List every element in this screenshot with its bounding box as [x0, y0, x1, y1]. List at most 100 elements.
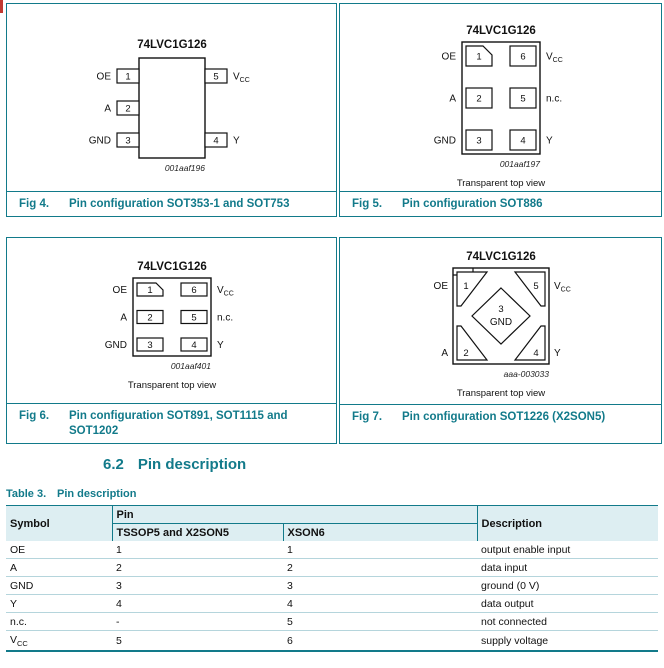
- cell-description: output enable input: [477, 541, 658, 559]
- col-header-symbol: Symbol: [6, 505, 112, 541]
- table-row: OE 1 1 output enable input: [6, 541, 658, 559]
- symbol-subscript: CC: [17, 639, 28, 649]
- subcol-header-tssop: TSSOP5 and X2SON5: [111, 523, 283, 541]
- pin-label-y: Y: [233, 136, 240, 147]
- pin-label-vcc: VCC: [546, 52, 563, 65]
- view-note: Transparent top view: [456, 388, 544, 399]
- cell-description: supply voltage: [477, 630, 658, 653]
- sot353-package-diagram: 74LVC1G126 1 OE 2 A 3 GND 5 VCC 4 Y 001a: [88, 39, 250, 173]
- table-row: GND 3 3 ground (0 V): [6, 576, 658, 595]
- pin-box-5: [203, 68, 228, 84]
- figure-caption-fig6: Fig 6. Pin configuration SOT891, SOT1115…: [7, 403, 336, 443]
- pin-label-a: A: [449, 94, 456, 105]
- pin-number: 1: [125, 72, 130, 83]
- pad-4: [179, 337, 208, 352]
- fig6-diagram-area: 74LVC1G126 1 OE 2 A 3 GND 6 VCC 5 n.c.: [7, 238, 336, 403]
- pad-5: [179, 309, 208, 325]
- cell-xson: 4: [283, 594, 477, 613]
- figure-caption-text: Pin configuration SOT886: [402, 198, 543, 210]
- pin-box-3: [115, 132, 140, 148]
- cell-symbol: GND: [6, 576, 112, 595]
- cell-xson: 3: [283, 576, 477, 595]
- view-note: Transparent top view: [127, 380, 215, 391]
- cell-description: ground (0 V): [477, 576, 658, 595]
- table-row: A 2 2 data input: [6, 558, 658, 577]
- cell-tssop: 4: [112, 594, 283, 613]
- pin-label-oe: OE: [96, 72, 111, 83]
- figure-number: Fig 6.: [19, 410, 50, 423]
- pin-label-oe: OE: [112, 285, 127, 296]
- chip-title: 74LVC1G126: [137, 261, 206, 273]
- pin-description-table: Symbol Pin Description TSSOP5 and X2SON5…: [6, 505, 658, 653]
- cell-tssop: 2: [112, 558, 283, 577]
- pin-number: 6: [520, 52, 525, 63]
- table-row: n.c. - 5 not connected: [6, 612, 658, 631]
- cell-xson: 5: [283, 612, 477, 631]
- figure-caption-text: Pin configuration SOT891, SOT1115 and SO…: [69, 410, 288, 438]
- table-row: VCC 5 6 supply voltage: [6, 630, 658, 653]
- table-number: Table 3.: [6, 488, 47, 500]
- sot1226-package-diagram: 74LVC1G126 1 OE 5 VCC 2 A 4 Y 3 GND: [433, 251, 571, 399]
- pad-5: [508, 87, 537, 109]
- chip-title: 74LVC1G126: [137, 39, 206, 51]
- figure-number: Fig 5.: [352, 198, 383, 210]
- pin-label-vcc: VCC: [554, 281, 571, 294]
- figure-caption-fig5: Fig 5. Pin configuration SOT886: [340, 191, 661, 216]
- section-title: Pin description: [137, 456, 247, 473]
- pin-label-gnd: GND: [489, 317, 511, 328]
- pin-number: 4: [191, 340, 196, 351]
- pad-3: [464, 129, 493, 151]
- pin-number: 2: [476, 94, 481, 105]
- pin-box-4: [203, 132, 228, 148]
- subcol-header-xson: XSON6: [282, 523, 477, 541]
- fig7-diagram-area: 74LVC1G126 1 OE 5 VCC 2 A 4 Y 3 GND: [340, 238, 661, 404]
- center-ground-pad: [470, 287, 531, 345]
- sot891-package-diagram: 74LVC1G126 1 OE 2 A 3 GND 6 VCC 5 n.c.: [104, 261, 234, 391]
- pin-label-gnd: GND: [104, 340, 126, 351]
- pin-label-y: Y: [554, 348, 561, 359]
- pin-label-vcc: VCC: [217, 285, 234, 298]
- pin-number: 1: [463, 281, 468, 292]
- pin-number: 4: [533, 348, 538, 359]
- figure-panel-fig6: 74LVC1G126 1 OE 2 A 3 GND 6 VCC 5 n.c.: [6, 237, 337, 444]
- cell-symbol: A: [6, 558, 112, 577]
- pin-label-oe: OE: [441, 52, 456, 63]
- pin-number: 2: [463, 348, 468, 359]
- figure-caption-fig4: Fig 4. Pin configuration SOT353-1 and SO…: [7, 191, 336, 216]
- table-caption: Table 3. Pin description: [6, 488, 136, 500]
- figure-caption-text: Pin configuration SOT1226 (X2SON5): [402, 411, 606, 423]
- figure-panel-fig4: 74LVC1G126 1 OE 2 A 3 GND 5 VCC 4 Y 001a: [6, 3, 337, 217]
- pin-label-gnd: GND: [88, 136, 110, 147]
- cell-tssop: 3: [112, 576, 283, 595]
- pad-2: [455, 325, 488, 361]
- cell-tssop: 5: [112, 630, 283, 653]
- pin-label-a: A: [441, 348, 448, 359]
- pin-number: 3: [125, 136, 130, 147]
- fig5-diagram-area: 74LVC1G126 1 OE 2 A 3 GND 6 VCC 5 n.c.: [340, 4, 661, 191]
- cell-xson: 6: [283, 630, 477, 653]
- pin-number: 2: [147, 313, 152, 324]
- pin-number: 2: [125, 104, 130, 115]
- pad-2: [464, 87, 493, 109]
- cell-tssop: 1: [112, 541, 283, 559]
- cell-description: not connected: [477, 612, 658, 631]
- pad-5: [513, 271, 546, 307]
- cell-description: data output: [477, 594, 658, 613]
- pin-label-vcc: VCC: [233, 72, 250, 85]
- cell-xson: 1: [283, 541, 477, 559]
- cell-symbol: Y: [6, 594, 112, 613]
- fig4-diagram-area: 74LVC1G126 1 OE 2 A 3 GND 5 VCC 4 Y 001a: [7, 4, 336, 191]
- cell-description: data input: [477, 558, 658, 577]
- pin-label-oe: OE: [433, 281, 448, 292]
- col-header-pin: Pin: [111, 505, 477, 524]
- cell-symbol: OE: [6, 541, 112, 559]
- figure-number: Fig 7.: [352, 411, 383, 423]
- pad-1-chamfered: [464, 45, 493, 67]
- pin-number: 6: [191, 285, 196, 296]
- pad-4: [513, 325, 546, 361]
- pin-number: 5: [191, 313, 196, 324]
- pin-number: 4: [520, 136, 525, 147]
- pin-box-2: [115, 100, 140, 116]
- red-margin-mark: [0, 0, 3, 13]
- pad-2: [135, 309, 164, 325]
